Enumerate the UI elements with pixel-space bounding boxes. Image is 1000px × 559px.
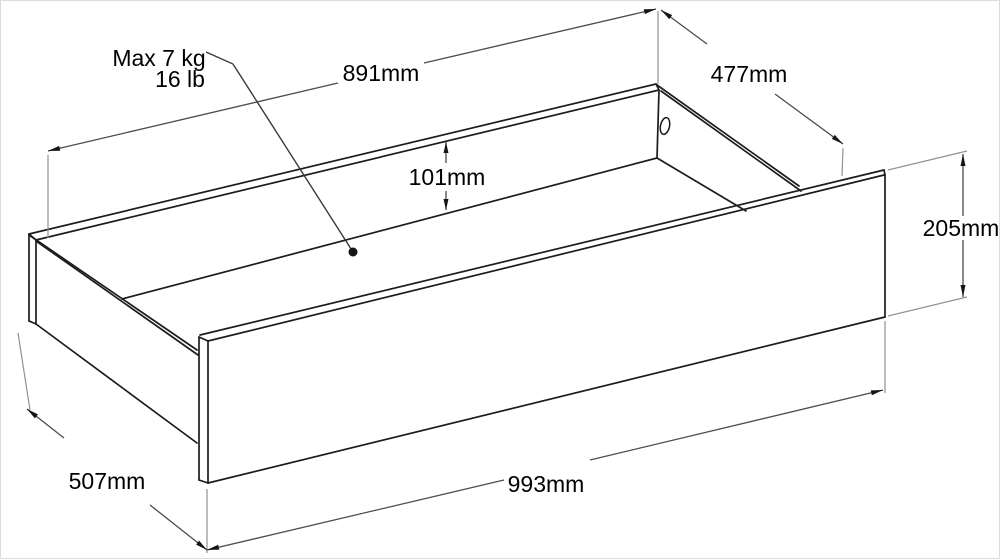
extension-line bbox=[841, 147, 844, 177]
arrowhead bbox=[443, 199, 449, 210]
dimension-label-507: 507mm bbox=[69, 468, 146, 494]
dimension-label-477: 477mm bbox=[711, 61, 788, 87]
right-rail-top-outer-edge bbox=[656, 84, 800, 187]
dimension-bottom-length: 993mm bbox=[206, 321, 886, 553]
corner-post-bottom-cap bbox=[28, 320, 37, 325]
arrowhead bbox=[831, 134, 843, 144]
arrowhead bbox=[643, 9, 656, 15]
left-rail-top-inner-edge bbox=[35, 240, 199, 356]
back-rail-top-outer-edge bbox=[28, 83, 657, 235]
right-rail-top-inner-edge bbox=[660, 90, 802, 192]
dimension-front-height: 205mm bbox=[887, 150, 1000, 317]
front-panel-bottom-left-cap bbox=[198, 479, 209, 484]
dimension-line bbox=[149, 504, 208, 551]
left-rail-top-outer-edge bbox=[28, 234, 198, 351]
drawer-outline bbox=[28, 83, 886, 484]
extension-line bbox=[887, 296, 968, 317]
arrowhead bbox=[870, 390, 883, 396]
front-panel-bottom-edge bbox=[207, 316, 886, 484]
leader-dot bbox=[348, 247, 358, 257]
dimension-inner-height: 101mm bbox=[409, 142, 486, 210]
screw-hole-icon bbox=[659, 116, 671, 136]
dimension-line bbox=[589, 389, 884, 461]
dimension-line bbox=[47, 82, 339, 152]
leader-line bbox=[205, 51, 354, 253]
arrowhead bbox=[48, 145, 61, 151]
arrowhead bbox=[960, 154, 966, 166]
front-panel-top-inner-edge bbox=[207, 174, 885, 342]
right-rail-floor-junction bbox=[656, 157, 747, 212]
max-load-annotation: Max 7 kg 16 lb bbox=[112, 45, 358, 257]
dimension-label-101: 101mm bbox=[409, 164, 486, 190]
dimension-top-depth: 477mm bbox=[657, 9, 844, 177]
dimension-line bbox=[774, 93, 844, 145]
back-right-inner-corner-edge bbox=[656, 89, 660, 159]
arrowhead bbox=[443, 142, 449, 153]
dimension-top-length: 891mm bbox=[47, 8, 657, 238]
arrowhead bbox=[960, 285, 966, 297]
max-load-lb-label: 16 lb bbox=[155, 66, 205, 92]
extension-line bbox=[887, 150, 968, 171]
dimension-label-993: 993mm bbox=[508, 471, 585, 497]
dimension-line bbox=[206, 479, 505, 551]
extension-line bbox=[17, 332, 31, 411]
dimension-bottom-depth: 507mm bbox=[17, 332, 208, 551]
dimension-label-205: 205mm bbox=[923, 215, 1000, 241]
front-panel-top-outer-edge bbox=[199, 169, 885, 336]
arrowhead bbox=[207, 544, 220, 550]
back-rail-floor-junction bbox=[121, 157, 658, 300]
front-panel-top-left-cap bbox=[198, 336, 209, 342]
arrowhead bbox=[196, 540, 207, 550]
back-rail-top-inner-edge bbox=[35, 89, 660, 241]
arrowhead bbox=[661, 10, 673, 20]
dimension-label-891: 891mm bbox=[343, 60, 420, 86]
arrowhead bbox=[27, 409, 38, 419]
max-load-kg-label: Max 7 kg bbox=[112, 45, 205, 71]
left-side-bottom-edge bbox=[35, 323, 198, 444]
dimension-line bbox=[423, 8, 657, 64]
